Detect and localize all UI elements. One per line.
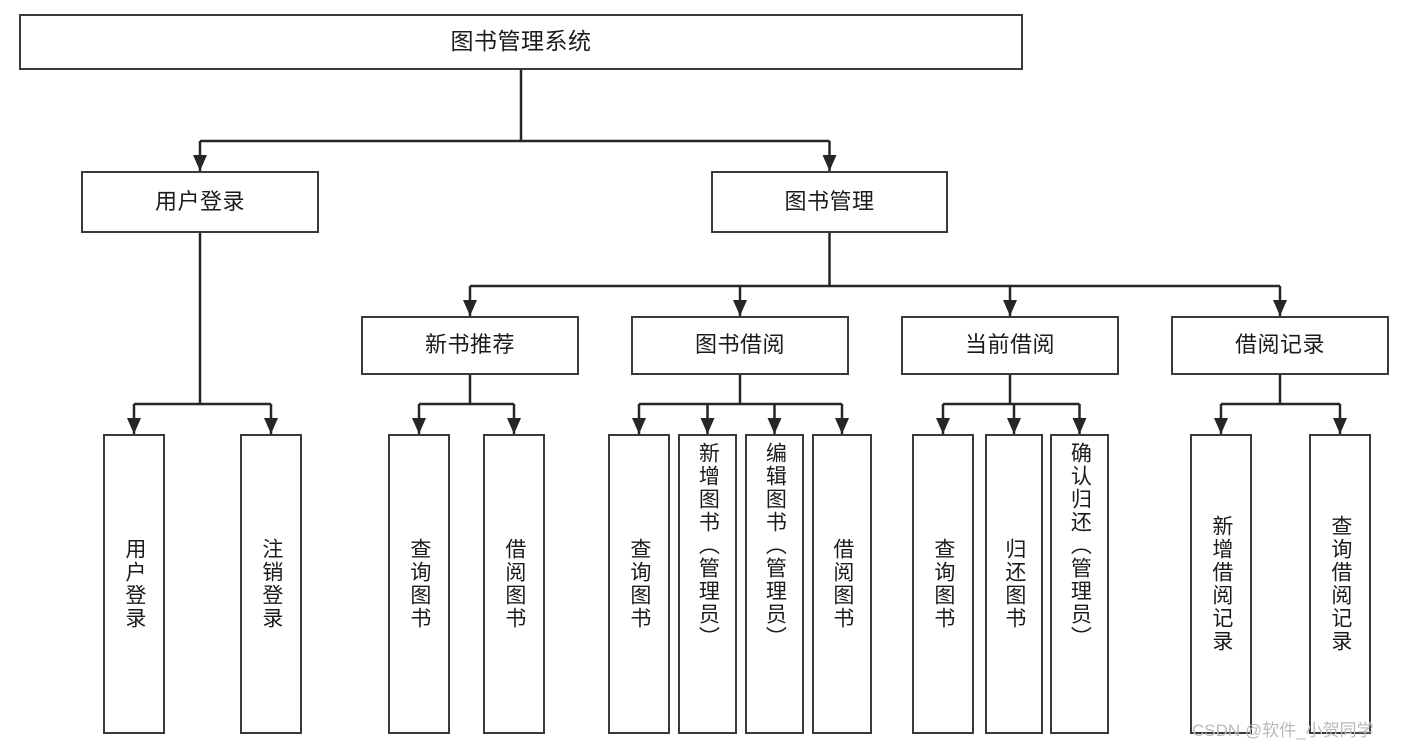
node-label: 新增图书（管理员） xyxy=(696,442,720,649)
node-label: 查询图书 xyxy=(627,538,651,630)
node-book-borrow[interactable]: 图书借阅 xyxy=(631,316,849,375)
node-current-borrow[interactable]: 当前借阅 xyxy=(901,316,1119,375)
node-leaf-borrow-book-2[interactable]: 借阅图书 xyxy=(812,434,872,734)
node-label: 借阅图书 xyxy=(830,538,854,630)
node-label: 图书管理系统 xyxy=(450,28,592,55)
node-leaf-add-borrow-record[interactable]: 新增借阅记录 xyxy=(1190,434,1252,734)
node-label: 图书管理 xyxy=(784,188,875,214)
node-leaf-user-login[interactable]: 用户登录 xyxy=(103,434,165,734)
node-label: 确认归还（管理员） xyxy=(1068,442,1092,649)
watermark: CSDN @软件_小贺同学 xyxy=(1192,721,1374,740)
node-leaf-query-book-1[interactable]: 查询图书 xyxy=(388,434,450,734)
node-label: 查询图书 xyxy=(407,538,431,630)
node-leaf-borrow-book-1[interactable]: 借阅图书 xyxy=(483,434,545,734)
node-root[interactable]: 图书管理系统 xyxy=(19,14,1023,70)
node-label: 编辑图书（管理员） xyxy=(763,442,787,649)
node-leaf-add-book-admin[interactable]: 新增图书（管理员） xyxy=(678,434,737,734)
node-user-login[interactable]: 用户登录 xyxy=(81,171,319,233)
node-label: 当前借阅 xyxy=(964,332,1055,358)
node-label: 注销登录 xyxy=(259,538,283,630)
node-label: 用户登录 xyxy=(154,188,245,214)
node-leaf-edit-book-admin[interactable]: 编辑图书（管理员） xyxy=(745,434,804,734)
node-leaf-query-book-2[interactable]: 查询图书 xyxy=(608,434,670,734)
node-leaf-query-book-3[interactable]: 查询图书 xyxy=(912,434,974,734)
node-new-book-recommend[interactable]: 新书推荐 xyxy=(361,316,579,375)
node-label: 用户登录 xyxy=(122,538,146,630)
node-label: 借阅图书 xyxy=(502,538,526,630)
node-leaf-return-book[interactable]: 归还图书 xyxy=(985,434,1043,734)
node-leaf-confirm-return-admin[interactable]: 确认归还（管理员） xyxy=(1050,434,1109,734)
node-borrow-record[interactable]: 借阅记录 xyxy=(1171,316,1389,375)
node-book-management[interactable]: 图书管理 xyxy=(711,171,948,233)
node-leaf-logout[interactable]: 注销登录 xyxy=(240,434,302,734)
node-label: 新书推荐 xyxy=(424,332,515,358)
node-label: 归还图书 xyxy=(1002,538,1026,630)
node-label: 借阅记录 xyxy=(1234,332,1325,358)
node-label: 查询图书 xyxy=(931,538,955,630)
node-label: 新增借阅记录 xyxy=(1209,515,1233,653)
node-label: 图书借阅 xyxy=(694,332,785,358)
node-leaf-query-borrow-record[interactable]: 查询借阅记录 xyxy=(1309,434,1371,734)
node-label: 查询借阅记录 xyxy=(1328,515,1352,653)
